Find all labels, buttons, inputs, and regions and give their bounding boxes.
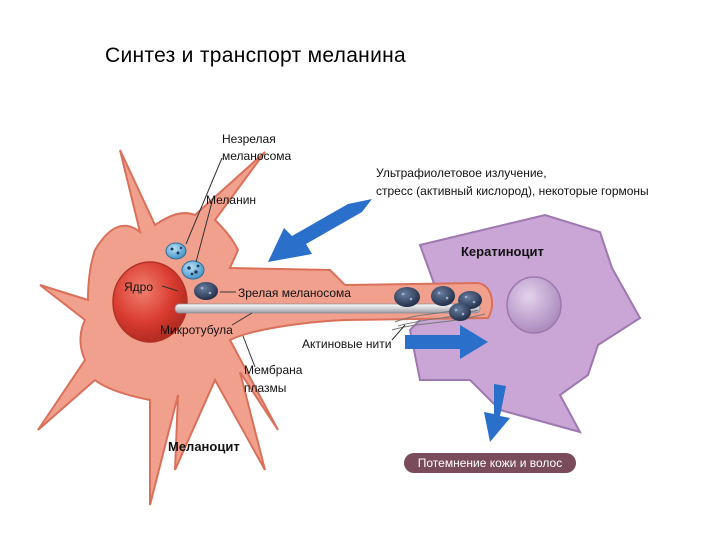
label-melanocyte: Меланоцит [168,439,240,454]
immature-melanosomes [165,242,205,280]
label-actin: Актиновые нити [302,337,391,351]
darkening-arrow [484,384,510,442]
label-darkening: Потемнение кожи и волос [418,456,562,470]
label-immature-melanosome-2: меланосома [222,149,292,163]
label-microtubule: Микротубула [160,323,233,337]
uv-arrow [268,199,372,262]
label-melanin: Меланин [206,193,256,207]
label-uv-1: Ультрафиолетовое излучение, [376,166,547,180]
darkening-badge [404,453,576,473]
label-uv-2: стресс (активный кислород), некоторые го… [376,184,649,198]
label-mature-melanosome: Зрелая меланосома [238,286,351,300]
page-title: Синтез и транспорт меланина [105,44,406,67]
label-immature-melanosome-1: Незрелая [222,132,276,146]
transfer-arrow [405,325,488,359]
mature-melanosomes [194,282,482,321]
melanocyte-nucleus [112,261,188,343]
leader-lines [161,157,406,368]
melanocyte-cell [37,149,494,506]
keratinocyte-nucleus [506,276,562,334]
label-keratinocyte: Кератиноцит [461,244,544,259]
label-nucleus: Ядро [124,280,153,294]
label-membrane-1: Мембрана [244,363,303,377]
label-membrane-2: плазмы [244,381,286,395]
microtubule [174,303,481,314]
